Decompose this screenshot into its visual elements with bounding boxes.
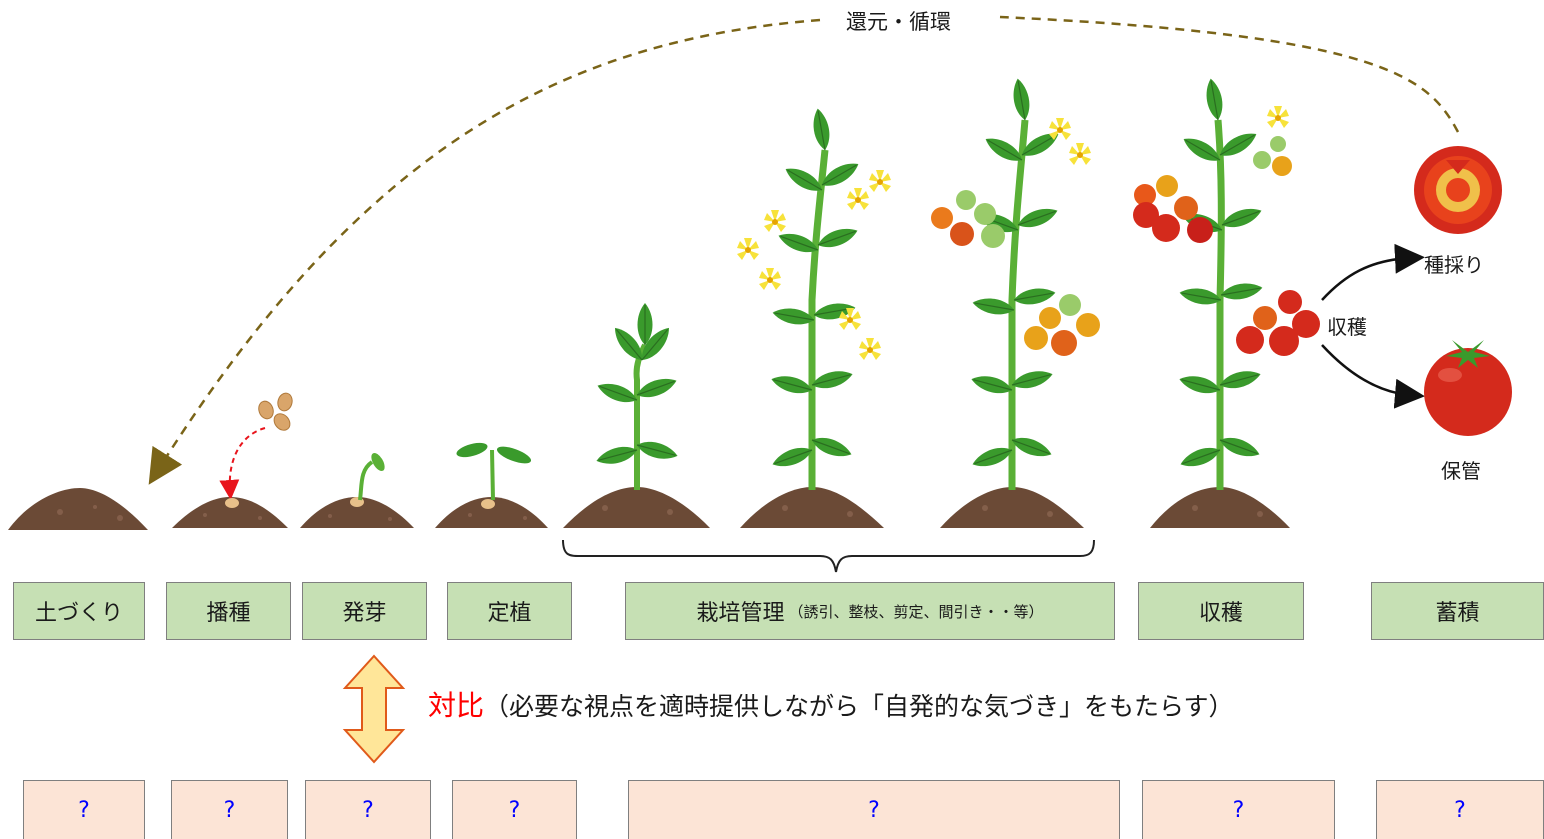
plant-fruiting xyxy=(931,76,1100,490)
seeds xyxy=(258,392,293,431)
soil-mound-5 xyxy=(563,487,710,528)
question-box-1: ? xyxy=(23,780,145,839)
soil-mound-4 xyxy=(435,497,548,528)
to-seed-arrow xyxy=(1321,243,1425,301)
planted-seed xyxy=(225,498,239,508)
stage-harvest: 収穫 xyxy=(1138,582,1304,640)
to-storage-arrow xyxy=(1321,344,1425,409)
seed-collect-label: 種採り xyxy=(1424,253,1484,277)
soil-mound-3 xyxy=(300,497,414,528)
stage-accumulation: 蓄積 xyxy=(1371,582,1544,640)
seedling xyxy=(456,442,532,509)
question-box-7: ? xyxy=(1376,780,1544,839)
question-box-3: ? xyxy=(305,780,431,839)
brace xyxy=(562,539,1095,573)
soil-mound-8 xyxy=(1150,487,1290,528)
storage-label: 保管 xyxy=(1441,459,1481,483)
stage-germination: 発芽 xyxy=(302,582,427,640)
contrast-double-arrow xyxy=(342,654,406,764)
whole-tomato xyxy=(1424,340,1512,436)
question-box-5: ? xyxy=(628,780,1120,839)
soil-mounds xyxy=(8,487,1290,530)
contrast-text: （必要な視点を適時提供しながら「自発的な気づき」をもたらす） xyxy=(484,692,1234,721)
question-box-6: ? xyxy=(1142,780,1335,839)
soil-texture xyxy=(57,505,1263,521)
sliced-tomato xyxy=(1414,146,1502,234)
soil-mound-2 xyxy=(172,497,288,528)
stage-transplant: 定植 xyxy=(447,582,572,640)
soil-mound-7 xyxy=(940,487,1084,528)
cultivation-note: （誘引、整枝、剪定、間引き・・等） xyxy=(788,602,1044,621)
contrast-keyword: 対比 xyxy=(428,689,485,722)
sprout xyxy=(350,452,385,507)
stage-cultivation: 栽培管理（誘引、整枝、剪定、間引き・・等） xyxy=(625,582,1115,640)
loop-arrow xyxy=(148,15,1460,485)
loop-label: 還元・循環 xyxy=(846,10,951,34)
plant-flowering xyxy=(737,106,891,490)
harvest-label: 収穫 xyxy=(1327,315,1367,339)
plant-young xyxy=(593,302,681,490)
contrast-caption: 対比（必要な視点を適時提供しながら「自発的な気づき」をもたらす） xyxy=(428,684,1234,724)
soil-mound-1 xyxy=(8,488,148,530)
stage-soil-prep: 土づくり xyxy=(13,582,145,640)
question-box-4: ? xyxy=(452,780,577,839)
sowing-arrow xyxy=(219,427,266,500)
soil-mound-6 xyxy=(740,487,884,528)
plant-ripe xyxy=(1133,76,1320,490)
stage-sowing: 播種 xyxy=(166,582,291,640)
question-box-2: ? xyxy=(171,780,288,839)
